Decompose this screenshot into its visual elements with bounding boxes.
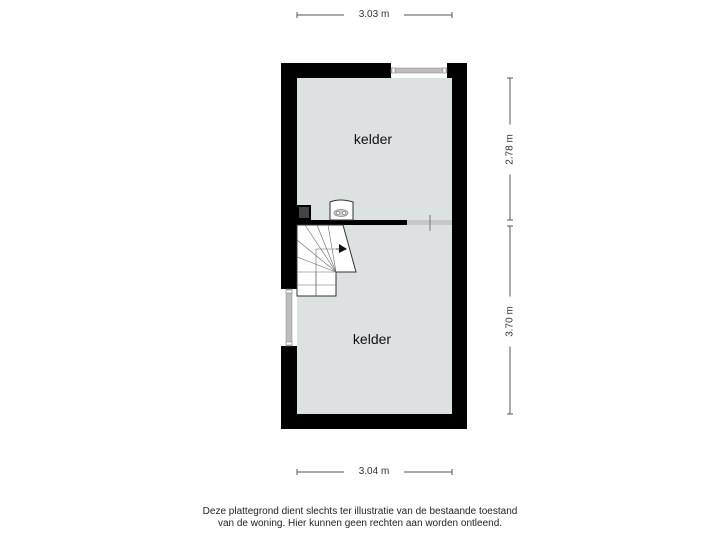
window-top bbox=[390, 67, 448, 74]
dimension-bottom-width: 3.04 m bbox=[344, 466, 404, 477]
stair-direction-arrow-icon bbox=[336, 244, 347, 253]
dimension-top-width: 3.03 m bbox=[344, 9, 404, 20]
window-left bbox=[285, 288, 293, 347]
dimension-right-upper-height: 2.78 m bbox=[504, 124, 516, 175]
disclaimer: Deze plattegrond dient slechts ter illus… bbox=[0, 506, 720, 530]
dimension-lines bbox=[296, 12, 513, 475]
boiler-icon bbox=[329, 199, 354, 221]
doorway bbox=[407, 215, 452, 231]
disclaimer-line-2: van de woning. Hier kunnen geen rechten … bbox=[217, 518, 503, 529]
staircase bbox=[296, 224, 357, 297]
dimension-right-lower-height: 3.70 m bbox=[504, 296, 516, 347]
walls bbox=[281, 63, 467, 429]
disclaimer-line-1: Deze plattegrond dient slechts ter illus… bbox=[202, 506, 518, 517]
room-label-top: kelder bbox=[353, 131, 393, 147]
room-label-bottom: kelder bbox=[352, 331, 392, 347]
